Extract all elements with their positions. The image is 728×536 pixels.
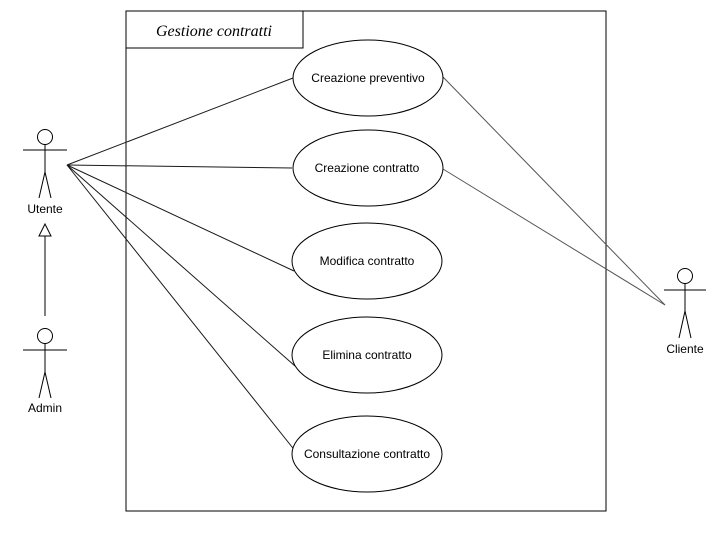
association-utente-creazione-preventivo [66, 77, 294, 166]
association-utente-consultazione-contratto [66, 164, 301, 458]
association-utente-creazione-contratto [66, 164, 293, 169]
actor-head [37, 129, 53, 145]
use-case-label: Elimina contratto [322, 348, 412, 362]
association-utente-modifica-contratto [66, 164, 295, 272]
use-case-consultazione-contratto[interactable]: Consultazione contratto [291, 415, 443, 493]
use-case-ellipse [292, 129, 444, 207]
generalization-admin-utente [38, 222, 52, 316]
use-case-ellipse [291, 316, 443, 394]
actor-utente[interactable]: Utente [23, 129, 67, 217]
use-case-label: Creazione preventivo [311, 71, 425, 85]
use-case-label: Consultazione contratto [304, 447, 430, 461]
actor-label: Admin [28, 401, 62, 415]
associations [66, 76, 666, 458]
actor-right-leg [44, 171, 52, 199]
actor-left-leg [678, 310, 686, 339]
actor-head [37, 328, 53, 344]
use-case-ellipse [291, 415, 443, 493]
actor-right-leg [44, 371, 52, 399]
use-case-label: Creazione contratto [315, 161, 420, 175]
actor-cliente[interactable]: Cliente [664, 268, 706, 357]
system-boundary-frame [125, 10, 607, 512]
use-case-creazione-preventivo[interactable]: Creazione preventivo [292, 39, 444, 117]
use-case-ellipse [292, 39, 444, 117]
actor-left-leg [38, 371, 46, 399]
use-case-modifica-contratto[interactable]: Modifica contratto [291, 222, 443, 300]
actor-admin[interactable]: Admin [23, 328, 67, 416]
use-case-label: Modifica contratto [320, 254, 415, 268]
association-cliente-creazione-preventivo [442, 76, 666, 306]
use-case-elimina-contratto[interactable]: Elimina contratto [291, 316, 443, 394]
system-title: Gestione contratti [156, 23, 272, 40]
generalization-arrowhead [38, 222, 52, 237]
actor-label: Cliente [666, 342, 704, 356]
association-cliente-creazione-contratto [442, 168, 666, 306]
actor-label: Utente [27, 202, 63, 216]
association-utente-elimina-contratto [66, 164, 296, 367]
actor-head [677, 268, 693, 284]
actor-left-leg [38, 171, 46, 199]
system-boundary[interactable]: Gestione contratti [125, 10, 607, 512]
actor-right-leg [684, 310, 692, 339]
system-title-box [125, 10, 304, 49]
use-case-ellipse [291, 222, 443, 300]
use-case-creazione-contratto[interactable]: Creazione contratto [292, 129, 444, 207]
